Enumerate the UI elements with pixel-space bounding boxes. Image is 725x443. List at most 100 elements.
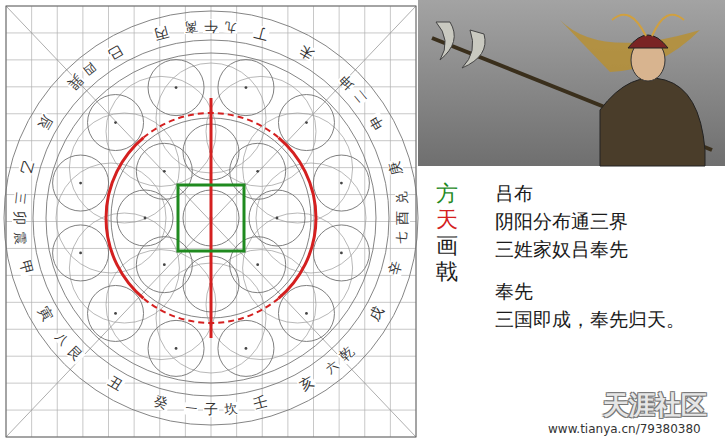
arc-circle: [206, 76, 316, 186]
title-char: 天: [436, 209, 458, 231]
title-char: 方: [436, 183, 458, 205]
text-line: 三姓家奴吕奉先: [495, 240, 628, 259]
ring-label: 申: [367, 112, 387, 133]
ring-label: 辰: [35, 112, 55, 133]
petal-circle: [313, 155, 369, 211]
ring-label: 子: [203, 403, 219, 417]
ring-label: 午: [203, 19, 219, 33]
frame: [6, 6, 416, 437]
petal-circle: [148, 320, 204, 376]
ring-label: 坤: [336, 72, 357, 93]
center-dot: [256, 263, 259, 266]
pheasant-feather: [612, 15, 646, 36]
text-line: 三国即成，奉先归天。: [495, 310, 685, 329]
petal-circle: [53, 155, 109, 211]
center-dot: [114, 121, 117, 124]
petal-circle: [230, 143, 286, 199]
arc-circle: [69, 113, 179, 223]
ring-label: 乾: [336, 343, 357, 364]
grid-line: [6, 59, 416, 60]
ring-label: 巳: [105, 42, 126, 62]
title-char: 画: [436, 235, 458, 257]
watermark-url: www.tianya.cn/79380380: [548, 423, 701, 435]
ring-label: 辛: [388, 258, 406, 277]
ring-label: 八: [53, 330, 71, 348]
ring-label: 坎: [223, 402, 239, 416]
text-line: 奉先: [495, 282, 533, 301]
center-dot: [305, 121, 308, 124]
blade-arc: [106, 138, 143, 299]
ring-label: 巽: [65, 72, 86, 93]
petal-circle: [230, 237, 286, 293]
center-dot: [305, 312, 308, 315]
arc-circle: [206, 250, 316, 360]
ring-label: 未: [297, 42, 318, 62]
ring-label: 六: [323, 358, 341, 376]
petal-circle: [88, 285, 144, 341]
ring-circle: [46, 53, 376, 383]
ring-label: 艮: [65, 343, 86, 364]
halberd-figure: [106, 98, 316, 338]
petal-circle: [136, 143, 192, 199]
diagonal-line: [6, 6, 416, 437]
photo-ground: [418, 0, 725, 166]
ring-label: 四: [81, 60, 99, 78]
center-dot: [175, 347, 178, 350]
ring-label: 壬: [251, 395, 270, 413]
ring-label: 卯: [12, 210, 26, 226]
ring-label: 丁: [251, 24, 270, 42]
text-line: 阴阳分布通三界: [495, 212, 628, 231]
center-dot: [340, 182, 343, 185]
ring-label: 寅: [35, 304, 55, 325]
ring-label: 甲: [17, 258, 35, 277]
petal-circle: [218, 320, 274, 376]
ring-label: 二: [351, 88, 369, 106]
armour: [600, 78, 705, 166]
blade-arc: [279, 138, 316, 299]
diagonal-line: [6, 6, 416, 437]
warrior-photo: [418, 0, 725, 166]
compass-pattern: [4, 6, 418, 437]
center-dot: [144, 217, 147, 220]
ring-label: 酉: [396, 210, 410, 226]
ring-label: 一: [183, 402, 198, 415]
ring-label: 七: [395, 230, 408, 245]
center-dot: [163, 170, 166, 173]
center-dot: [340, 252, 343, 255]
arc-circle: [106, 76, 216, 186]
ring-label: 三: [13, 190, 26, 205]
arc-circle: [243, 213, 353, 323]
arc-circle: [243, 113, 353, 223]
green-square: [178, 185, 244, 251]
helmet: [628, 35, 668, 48]
arc-circle: [69, 213, 179, 323]
petal-circle: [313, 225, 369, 281]
ring-label: 九: [223, 20, 238, 33]
center-dot: [175, 86, 178, 89]
arc-circle: [106, 250, 216, 360]
center-dot: [163, 263, 166, 266]
grid-line: [211, 6, 212, 437]
petal-circle: [278, 95, 334, 151]
shaft-line: [210, 98, 213, 338]
watermark: 天涯社区: [603, 392, 707, 418]
petal-circle: [278, 285, 334, 341]
ring-label: 庚: [388, 159, 406, 178]
arc-circle: [56, 163, 166, 273]
petal-circle: [53, 225, 109, 281]
text-line: 吕布: [495, 184, 533, 203]
title-char: 戟: [436, 261, 458, 283]
center-dot: [114, 312, 117, 315]
petal-circle: [249, 190, 305, 246]
ring-label: 戌: [367, 304, 387, 325]
center-dot: [79, 182, 82, 185]
petal-circle: [218, 60, 274, 116]
petal-circle: [148, 60, 204, 116]
ring-label: 丑: [105, 374, 126, 394]
center-dot: [79, 252, 82, 255]
petal-circle: [88, 95, 144, 151]
ring-label: 亥: [297, 374, 318, 394]
ring-label: 兑: [395, 190, 409, 206]
ring-label: 离: [183, 20, 199, 34]
